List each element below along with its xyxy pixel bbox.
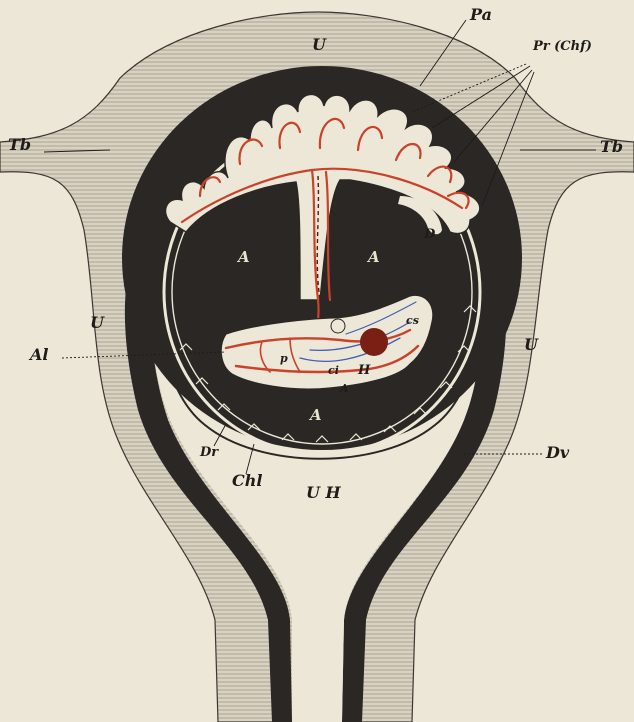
label-pr-chf: Pr (Chf): [532, 39, 592, 54]
label-d: D: [423, 227, 436, 242]
label-a-right: A: [366, 248, 380, 266]
label-p: p: [280, 352, 288, 365]
label-uh: U H: [306, 483, 342, 502]
label-chl: Chl: [232, 471, 262, 490]
label-u-left: U: [90, 313, 105, 332]
label-al: Al: [28, 345, 49, 364]
label-tb-right: Tb: [600, 137, 623, 156]
embryo-heart: [360, 328, 388, 356]
label-tb-left: Tb: [8, 135, 31, 154]
label-a-small: A: [339, 382, 349, 395]
label-a-left: A: [236, 248, 250, 266]
label-u-right: U: [524, 335, 539, 354]
label-u-top: U: [312, 35, 327, 54]
label-dv: Dv: [545, 443, 570, 462]
label-ci: ci: [328, 364, 339, 377]
label-a-bottom: A: [308, 406, 322, 424]
label-dr: Dr: [199, 445, 219, 460]
label-cs: cs: [406, 314, 419, 327]
label-h: H: [357, 363, 371, 378]
label-pa: Pa: [469, 5, 492, 24]
